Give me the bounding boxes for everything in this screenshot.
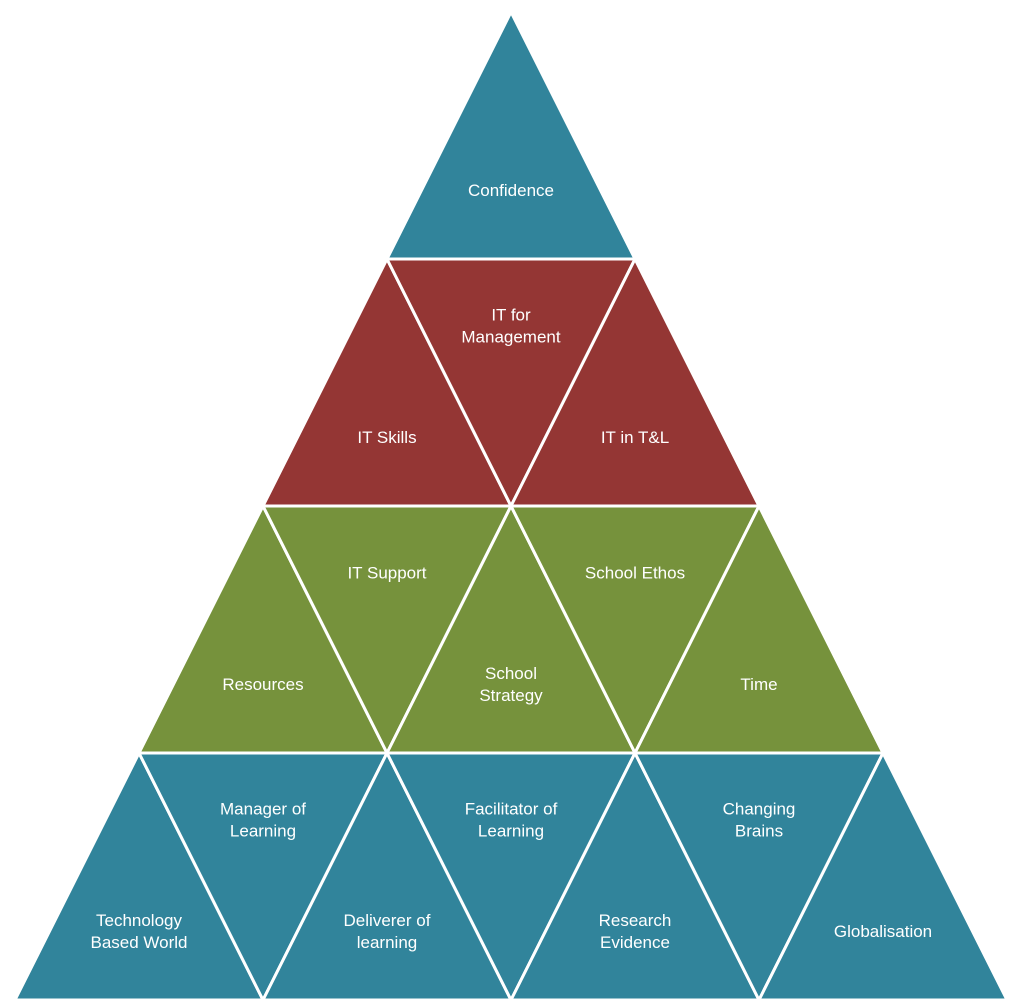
pyramid-label-line: School Ethos <box>585 564 685 583</box>
pyramid-label-line: Facilitator of <box>465 800 558 819</box>
pyramid-label-line: Learning <box>478 822 544 841</box>
pyramid-label-line: Technology <box>96 911 183 930</box>
pyramid-label-line: Research <box>599 911 672 930</box>
pyramid-label-line: learning <box>357 933 418 952</box>
triangle-layer <box>13 10 1009 1001</box>
pyramid-label-base-3: Deliverer of learning <box>344 911 431 952</box>
pyramid-label-line: IT Skills <box>357 428 416 447</box>
pyramid-label-line: Deliverer of <box>344 911 431 930</box>
pyramid-label-third-2: IT Support <box>347 564 426 583</box>
pyramid-label-base-7: Globalisation <box>834 922 932 941</box>
pyramid-label-third-4: School Ethos <box>585 564 685 583</box>
pyramid-label-line: IT in T&L <box>601 428 669 447</box>
pyramid-label-third-1: Resources <box>222 675 303 694</box>
pyramid-label-line: Manager of <box>220 800 306 819</box>
pyramid-label-line: Confidence <box>468 181 554 200</box>
pyramid-triangle-top-1 <box>385 10 637 261</box>
pyramid-label-top-1: Confidence <box>468 181 554 200</box>
pyramid-label-line: School <box>485 664 537 683</box>
pyramid-label-second-3: IT in T&L <box>601 428 669 447</box>
pyramid-label-base-2: Manager of Learning <box>220 800 306 841</box>
pyramid-triangle-base-7 <box>757 751 1009 1001</box>
pyramid-label-line: Strategy <box>479 686 543 705</box>
pyramid-label-base-4: Facilitator of Learning <box>465 800 558 841</box>
pyramid-label-line: Globalisation <box>834 922 932 941</box>
pyramid-label-line: IT Support <box>347 564 426 583</box>
pyramid-label-line: Changing <box>723 800 796 819</box>
pyramid-label-line: Based World <box>90 933 187 952</box>
pyramid-label-second-1: IT Skills <box>357 428 416 447</box>
pyramid-label-line: Evidence <box>600 933 670 952</box>
pyramid-label-line: Time <box>740 675 777 694</box>
pyramid-label-line: Resources <box>222 675 303 694</box>
pyramid-label-third-5: Time <box>740 675 777 694</box>
pyramid-label-line: IT for <box>491 306 531 325</box>
pyramid-label-line: Management <box>461 328 561 347</box>
pyramid-label-line: Brains <box>735 822 783 841</box>
pyramid-label-line: Learning <box>230 822 296 841</box>
